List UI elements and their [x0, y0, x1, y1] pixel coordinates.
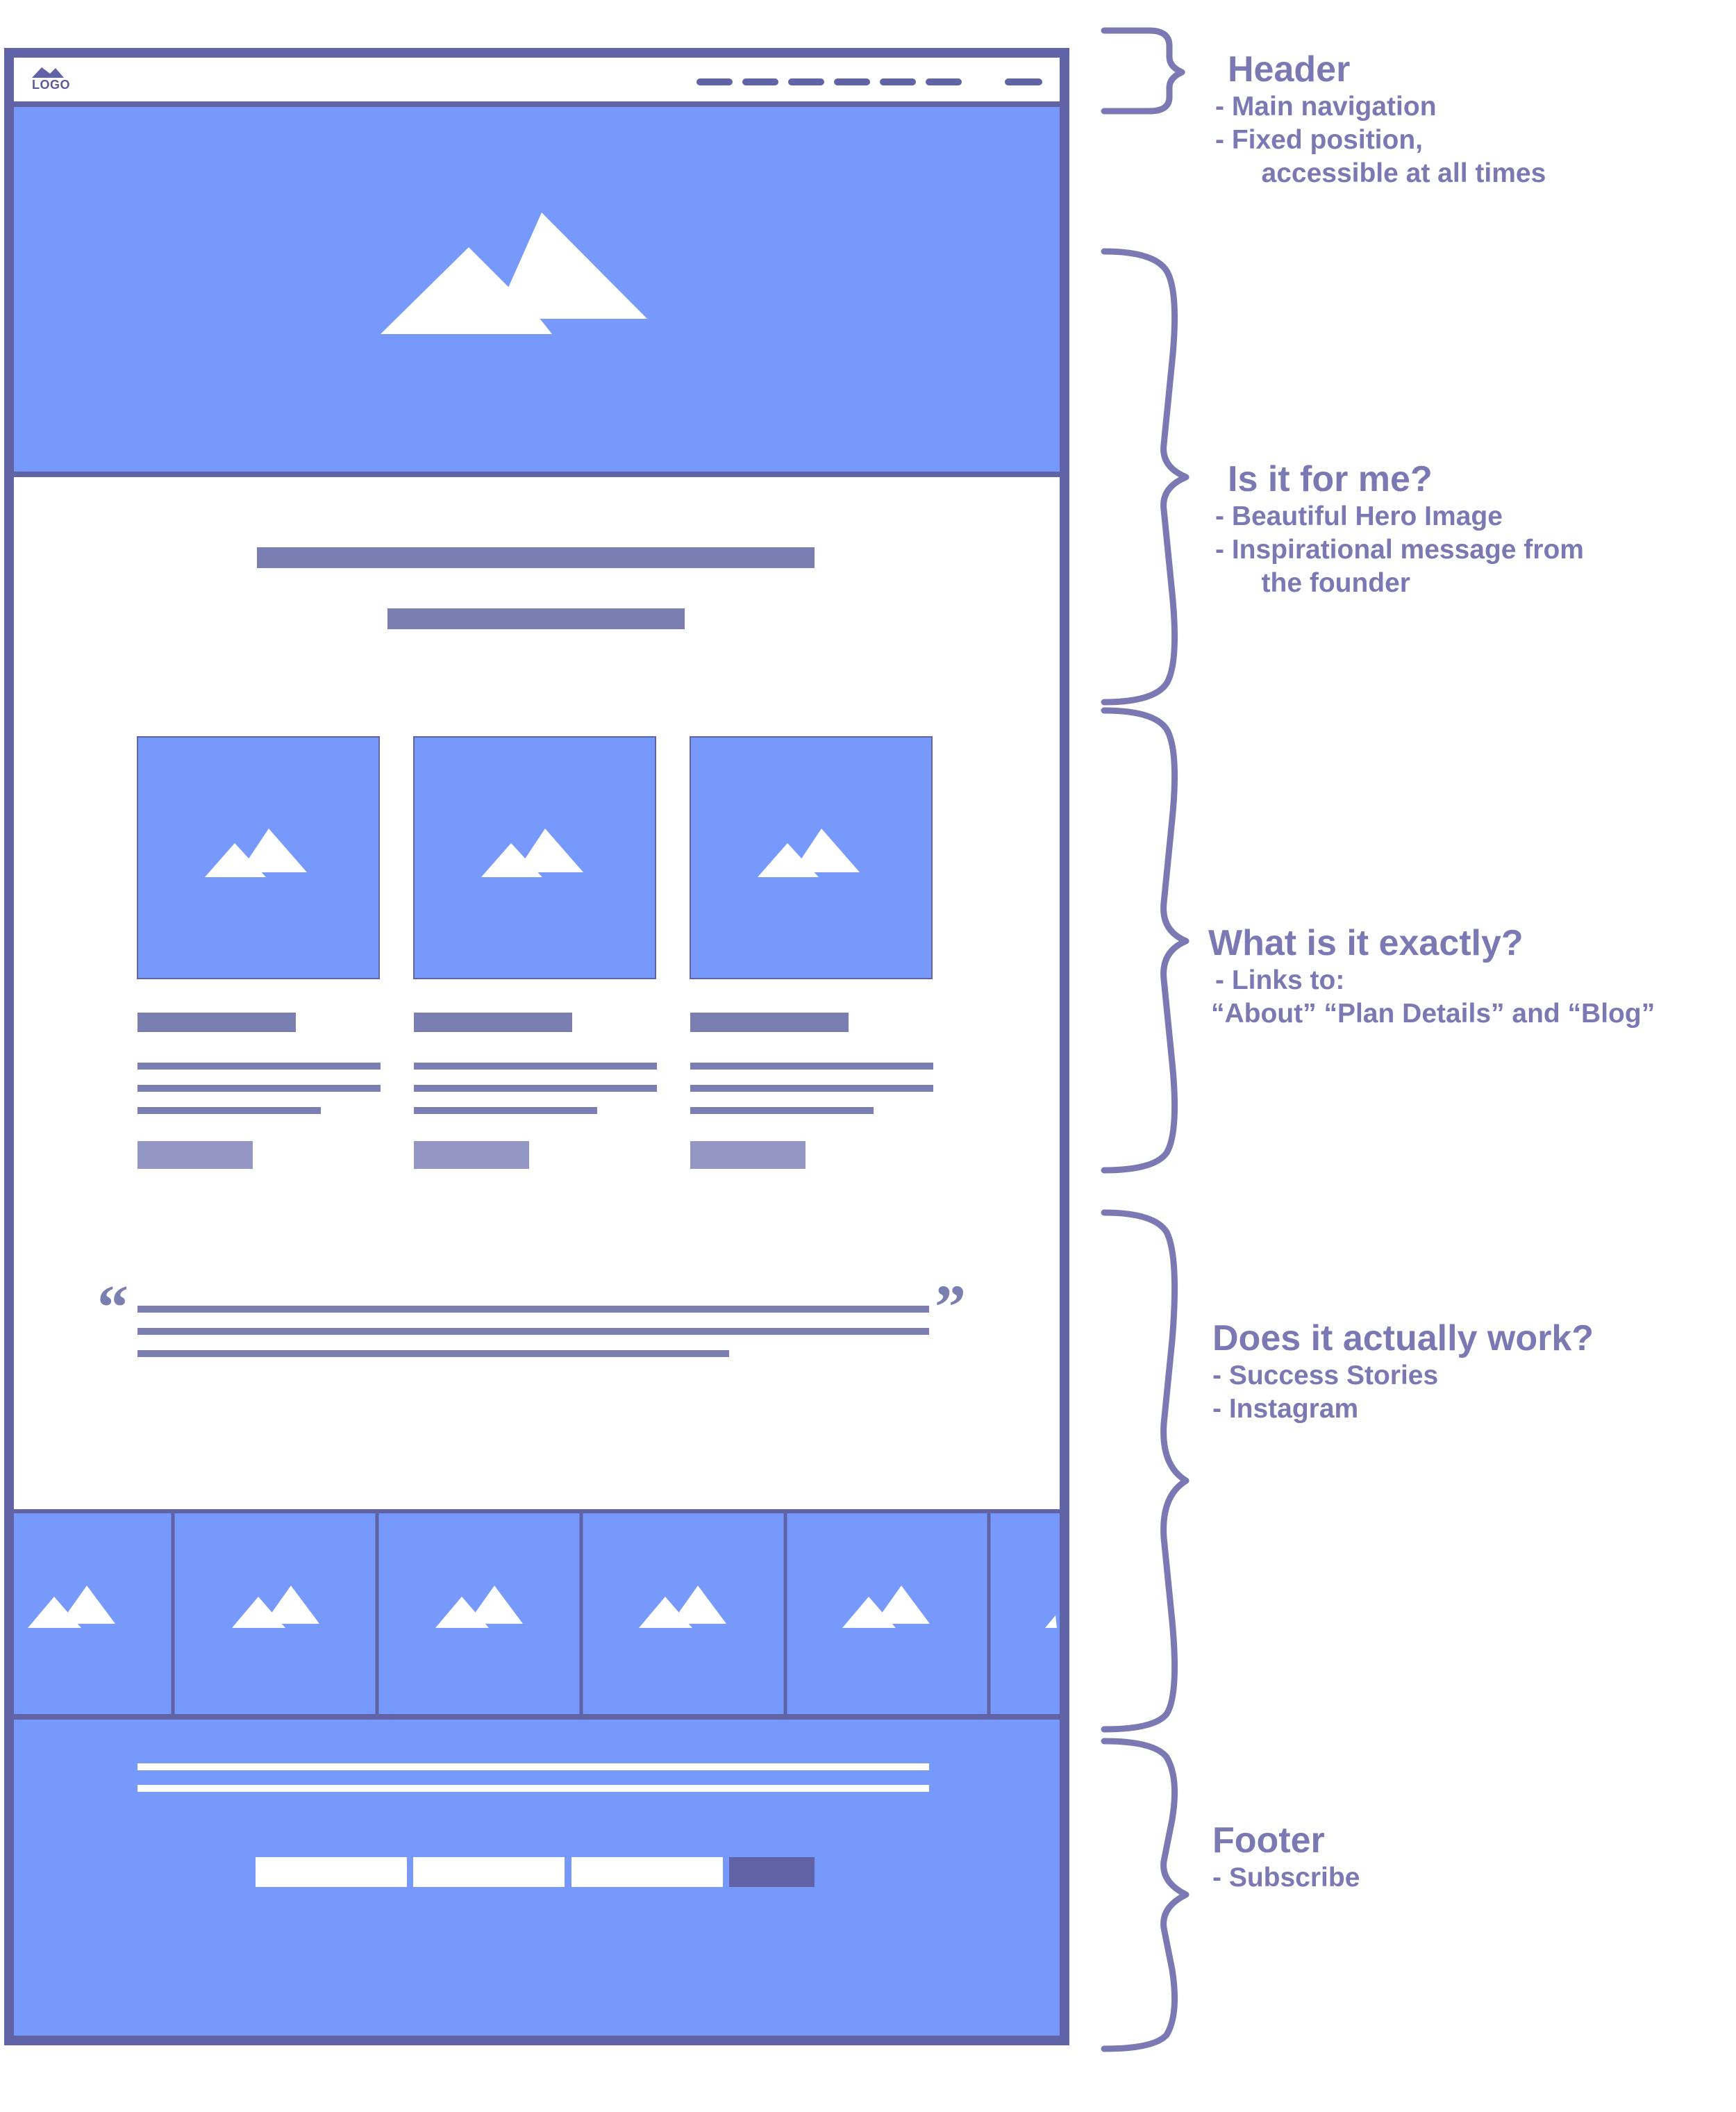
card-title: [137, 1013, 296, 1032]
hero-mountain-icon: [381, 213, 647, 334]
annotation-line: “About” “Plan Details” and “Blog”: [1211, 999, 1655, 1029]
logo-label[interactable]: LOGO: [32, 78, 70, 92]
annotation-header: Header - Main navigation - Fixed positio…: [1215, 49, 1546, 190]
card-mountain-icon: [481, 829, 583, 877]
annotation-line: the founder: [1239, 568, 1411, 598]
annotation-line: - Inspirational message from: [1215, 535, 1584, 565]
what-is-it-brace: [1101, 707, 1190, 1174]
card-plan-details[interactable]: [413, 736, 657, 1169]
subscribe-field[interactable]: [571, 1857, 723, 1887]
open-quote-icon: “: [97, 1273, 128, 1342]
quote-text-line: [137, 1306, 929, 1313]
annotation-is-it-for-me: Is it for me? - Beautiful Hero Image - I…: [1215, 458, 1584, 600]
card-text-line: [690, 1063, 933, 1070]
header-section: [14, 58, 1060, 107]
annotation-title: Is it for me?: [1228, 459, 1433, 499]
annotation-line: - Beautiful Hero Image: [1215, 501, 1503, 531]
annotation-does-it-work: Does it actually work? - Success Stories…: [1212, 1317, 1594, 1426]
annotation-line: accessible at all times: [1239, 158, 1546, 188]
hero-section: [14, 107, 1060, 477]
card-mountain-icon: [758, 829, 860, 877]
gallery-mountain-icon[interactable]: [639, 1586, 726, 1628]
annotation-line: - Main navigation: [1215, 92, 1437, 122]
card-mountain-icon: [205, 829, 307, 877]
instagram-gallery: [14, 1509, 1060, 1720]
gallery-mountain-icon[interactable]: [28, 1586, 115, 1628]
card-text-line: [690, 1085, 933, 1092]
gallery-mountain-icon[interactable]: [435, 1586, 523, 1628]
card-link-button[interactable]: [690, 1141, 806, 1169]
gallery-mountain-icon[interactable]: [842, 1586, 930, 1628]
card-link-button[interactable]: [414, 1141, 529, 1169]
card-link-button[interactable]: [137, 1141, 253, 1169]
quote-text-line: [137, 1328, 929, 1335]
card-title: [414, 1013, 572, 1032]
gallery-mountain-icon[interactable]: [1045, 1615, 1057, 1628]
footer-brace: [1101, 1738, 1190, 2052]
subscribe-field[interactable]: [256, 1857, 407, 1887]
founder-message-title: [257, 547, 815, 568]
annotation-title: Footer: [1212, 1820, 1325, 1861]
subscribe-field[interactable]: [413, 1857, 565, 1887]
card-text-line: [414, 1085, 657, 1092]
annotation-title: What is it exactly?: [1208, 923, 1524, 963]
quote-text-line: [137, 1350, 729, 1357]
card-text-line: [137, 1063, 381, 1070]
annotation-line: - Success Stories: [1212, 1361, 1439, 1390]
footer-text-line: [137, 1785, 929, 1792]
does-it-work-brace: [1101, 1209, 1190, 1733]
card-text-line: [414, 1063, 657, 1070]
card-about[interactable]: [137, 736, 381, 1169]
annotation-footer: Footer - Subscribe: [1212, 1820, 1360, 1895]
logo-mountain-icon: [32, 67, 64, 78]
gallery-mountain-icon[interactable]: [232, 1586, 319, 1628]
is-it-for-me-brace: [1101, 248, 1190, 706]
founder-message-subtitle: [387, 608, 685, 629]
card-text-line: [690, 1107, 874, 1114]
annotation-line: - Fixed position,: [1215, 125, 1423, 155]
subscribe-button[interactable]: [729, 1857, 815, 1887]
annotation-title: Header: [1228, 49, 1351, 90]
annotation-line: - Instagram: [1212, 1394, 1359, 1424]
annotation-line: - Links to:: [1215, 965, 1345, 995]
card-blog[interactable]: [690, 736, 933, 1169]
header-brace: [1101, 27, 1185, 115]
card-text-line: [137, 1107, 321, 1114]
annotation-what-is-it: What is it exactly? - Links to: “About” …: [1208, 922, 1655, 1031]
card-text-line: [414, 1107, 597, 1114]
annotation-title: Does it actually work?: [1212, 1318, 1594, 1358]
footer-section: [14, 1720, 1060, 2036]
card-title: [690, 1013, 849, 1032]
testimonial-quote: “ ”: [97, 1273, 966, 1357]
card-text-line: [137, 1085, 381, 1092]
footer-text-line: [137, 1763, 929, 1770]
close-quote-icon: ”: [935, 1273, 966, 1342]
annotation-line: - Subscribe: [1212, 1863, 1360, 1893]
